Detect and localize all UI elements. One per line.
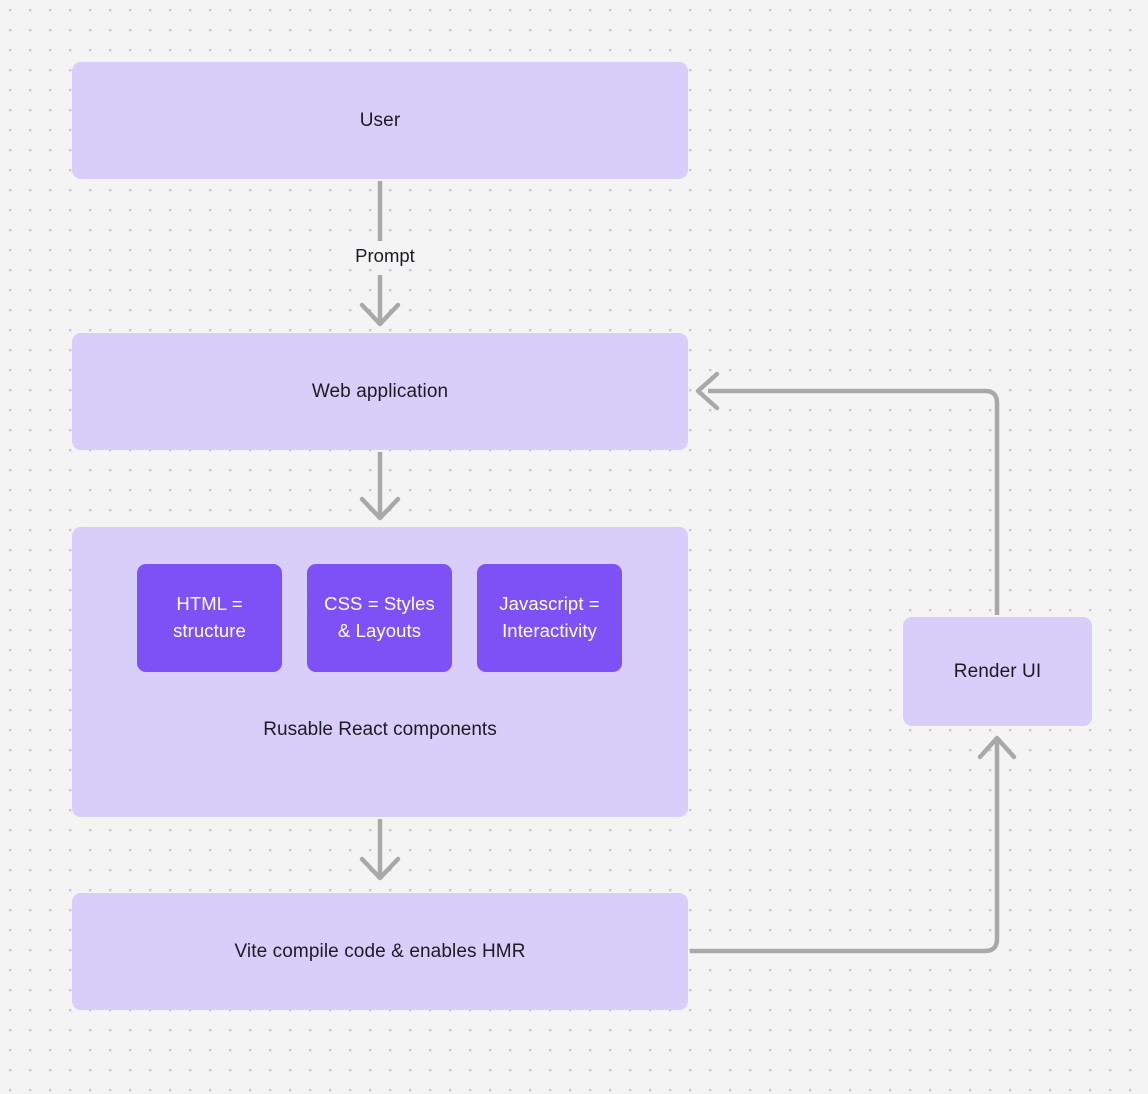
edge-label-prompt: Prompt — [336, 245, 434, 267]
node-render-ui-label: Render UI — [953, 660, 1042, 682]
node-html-label: HTML = structure — [173, 593, 246, 641]
edge-render-ui-to-web-application — [708, 388, 1000, 615]
node-vite[interactable]: Vite compile code & enables HMR — [72, 893, 688, 1010]
node-user-label: User — [359, 109, 401, 131]
node-css[interactable]: CSS = Styles & Layouts — [307, 564, 452, 672]
node-vite-label: Vite compile code & enables HMR — [234, 940, 526, 962]
node-javascript[interactable]: Javascript = Interactivity — [477, 564, 622, 672]
node-user[interactable]: User — [72, 62, 688, 179]
reusable-components-label: Rusable React components — [263, 719, 497, 740]
edge-vite-to-render-ui — [690, 740, 1000, 954]
arrowhead-render-ui-bottom — [977, 735, 1017, 760]
node-web-application-label: Web application — [311, 380, 449, 402]
node-html[interactable]: HTML = structure — [137, 564, 282, 672]
arrowhead-vite-top — [359, 856, 401, 881]
node-render-ui[interactable]: Render UI — [903, 617, 1092, 726]
node-javascript-label: Javascript = Interactivity — [499, 593, 600, 641]
node-web-application[interactable]: Web application — [72, 333, 688, 450]
arrowhead-web-application-right — [695, 371, 720, 411]
arrowhead-components-top — [359, 496, 401, 521]
arrowhead-web-application-top — [359, 302, 401, 327]
node-css-label: CSS = Styles & Layouts — [324, 593, 435, 641]
